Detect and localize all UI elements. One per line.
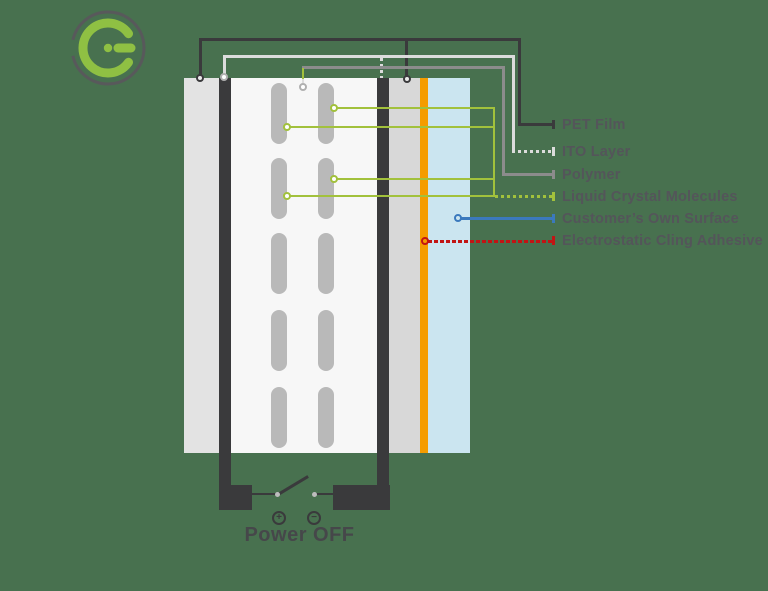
lc-line-1 — [334, 107, 495, 109]
electrode-foot-left — [219, 485, 252, 510]
plus-icon: + — [276, 512, 282, 523]
liquid-crystal-molecule — [318, 83, 334, 144]
leader-pet-film — [518, 123, 554, 126]
liquid-crystal-molecule — [271, 310, 287, 371]
wire-pet-top — [199, 38, 521, 41]
lc-line-3 — [334, 178, 495, 180]
logo-g-dot — [103, 43, 113, 53]
wire-ito-top — [223, 55, 515, 58]
leader-adhesive-tick — [552, 236, 555, 245]
node-lc-1 — [330, 104, 338, 112]
liquid-crystal-molecule — [271, 233, 287, 294]
leader-ito-tick — [552, 147, 555, 156]
positive-terminal: + — [272, 511, 286, 525]
node-lc-4 — [283, 192, 291, 200]
lc-line-4 — [287, 195, 495, 197]
label-pet-film: PET Film — [562, 117, 626, 133]
wire-pet-label-vertical — [518, 38, 521, 126]
node-ito-left — [220, 73, 228, 81]
node-lc-3 — [330, 175, 338, 183]
logo-outer-ring — [70, 10, 146, 86]
node-pet-right — [403, 75, 411, 83]
wire-polymer-drop-light — [302, 79, 304, 83]
leader-liquid-crystal — [495, 195, 554, 198]
pet-film-right-layer — [389, 78, 420, 453]
label-customer-surface: Customer’s Own Surface — [562, 211, 739, 227]
node-polymer — [299, 83, 307, 91]
negative-terminal: − — [307, 511, 321, 525]
leader-liquid-crystal-tick — [552, 192, 555, 201]
leader-cling-adhesive — [428, 240, 553, 243]
wire-polymer-drop-green — [302, 68, 304, 79]
leader-pet-tick — [552, 120, 555, 129]
leader-customer-tick — [552, 214, 555, 223]
switch-contact-left — [274, 491, 280, 497]
wire-ito-left-vertical — [223, 55, 226, 74]
label-liquid-crystal: Liquid Crystal Molecules — [562, 189, 738, 205]
ito-electrode-left — [219, 78, 231, 510]
node-cling-adhesive — [421, 237, 429, 245]
wire-polymer-top — [302, 66, 505, 69]
ito-electrode-right — [377, 78, 389, 510]
node-pet-left — [196, 74, 204, 82]
leader-ito-layer — [512, 150, 554, 153]
switch-wire-left — [252, 492, 277, 495]
customer-surface-layer — [428, 78, 470, 453]
minus-icon: − — [311, 512, 317, 523]
pet-film-left-layer — [184, 78, 219, 453]
wire-polymer-label-vertical — [502, 66, 505, 175]
liquid-crystal-molecule — [318, 310, 334, 371]
liquid-crystal-molecule — [318, 158, 334, 219]
wire-ito-label-vertical — [512, 55, 515, 152]
electrode-foot-right — [333, 485, 390, 510]
adhesive-layer — [420, 78, 428, 453]
leader-polymer-tick — [552, 170, 555, 179]
wire-pet-left-vertical — [199, 38, 202, 76]
polymer-layer — [231, 78, 377, 453]
liquid-crystal-molecule — [318, 387, 334, 448]
label-ito-layer: ITO Layer — [562, 144, 631, 160]
label-cling-adhesive: Electrostatic Cling Adhesive — [562, 233, 763, 249]
liquid-crystal-molecule — [271, 83, 287, 144]
liquid-crystal-molecule — [271, 158, 287, 219]
liquid-crystal-molecule — [271, 387, 287, 448]
lc-line-2 — [287, 126, 495, 128]
switch-contact-right — [311, 491, 317, 497]
leader-customer-surface — [461, 217, 553, 220]
lc-collector-vertical — [493, 107, 495, 197]
power-state-label: Power OFF — [244, 524, 355, 546]
label-polymer: Polymer — [562, 167, 621, 183]
switch-wire-right — [315, 492, 333, 495]
logo-g-arc — [78, 18, 133, 78]
node-lc-2 — [283, 123, 291, 131]
liquid-crystal-molecule — [318, 233, 334, 294]
company-logo — [70, 10, 146, 86]
switch-blade-open — [277, 474, 309, 495]
leader-polymer — [502, 173, 554, 176]
node-customer-surface — [454, 214, 462, 222]
